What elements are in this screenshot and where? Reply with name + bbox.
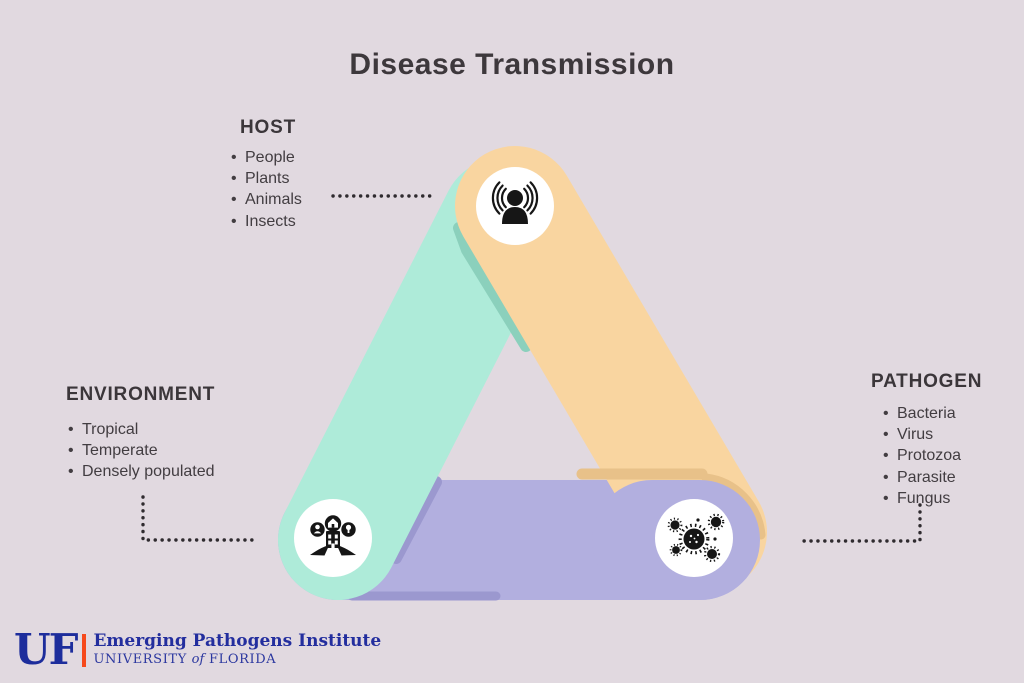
environment-label: ENVIRONMENT bbox=[66, 384, 216, 405]
list-item: Plants bbox=[231, 168, 302, 189]
bullet bbox=[883, 426, 897, 444]
list-item: People bbox=[231, 147, 302, 168]
bullet bbox=[883, 469, 897, 487]
pathogen-dotted-connector bbox=[798, 503, 922, 543]
pathogen-label: PATHOGEN bbox=[871, 371, 983, 392]
page-title: Disease Transmission bbox=[349, 48, 675, 81]
list-item: Insects bbox=[231, 211, 302, 232]
bullet bbox=[883, 490, 897, 508]
bullet bbox=[231, 191, 245, 209]
list-item: Protozoa bbox=[883, 446, 961, 467]
environment-list: Tropical Temperate Densely populated bbox=[68, 419, 215, 483]
list-item: Tropical bbox=[68, 419, 215, 440]
orange-shadow-arc bbox=[701, 473, 766, 540]
teal-shadow-sliver bbox=[453, 222, 532, 352]
logo-text: Emerging Pathogens Institute UNIVERSITY … bbox=[93, 630, 382, 668]
bullet bbox=[231, 170, 245, 188]
infected-person-icon bbox=[491, 181, 539, 224]
list-item: Fungus bbox=[883, 488, 961, 509]
bullet bbox=[883, 405, 897, 423]
uf-monogram: UF bbox=[14, 625, 78, 674]
host-label: HOST bbox=[240, 117, 296, 138]
institute-name: Emerging Pathogens Institute bbox=[93, 630, 382, 651]
bullet bbox=[68, 463, 82, 481]
pathogen-list: Bacteria Virus Protozoa Parasite Fungus bbox=[883, 403, 961, 509]
purple-shadow-sliver bbox=[390, 476, 442, 564]
list-item: Parasite bbox=[883, 467, 961, 488]
virus-germs-icon bbox=[667, 513, 725, 563]
list-item: Virus bbox=[883, 424, 961, 445]
list-item: Animals bbox=[231, 190, 302, 211]
host-list: People Plants Animals Insects bbox=[231, 147, 302, 232]
logo-divider bbox=[82, 633, 87, 667]
list-item: Densely populated bbox=[68, 462, 215, 483]
bullet bbox=[68, 421, 82, 439]
bullet bbox=[231, 149, 245, 167]
bullet bbox=[883, 447, 897, 465]
bullet bbox=[231, 213, 245, 231]
list-item: Temperate bbox=[68, 440, 215, 461]
bullet bbox=[68, 442, 82, 460]
uf-epi-logo: UF Emerging Pathogens Institute UNIVERSI… bbox=[14, 629, 381, 671]
list-item: Bacteria bbox=[883, 403, 961, 424]
environment-dotted-connector bbox=[141, 495, 254, 542]
university-name: UNIVERSITY of FLORIDA bbox=[93, 652, 277, 668]
community-environment-icon bbox=[310, 515, 356, 556]
